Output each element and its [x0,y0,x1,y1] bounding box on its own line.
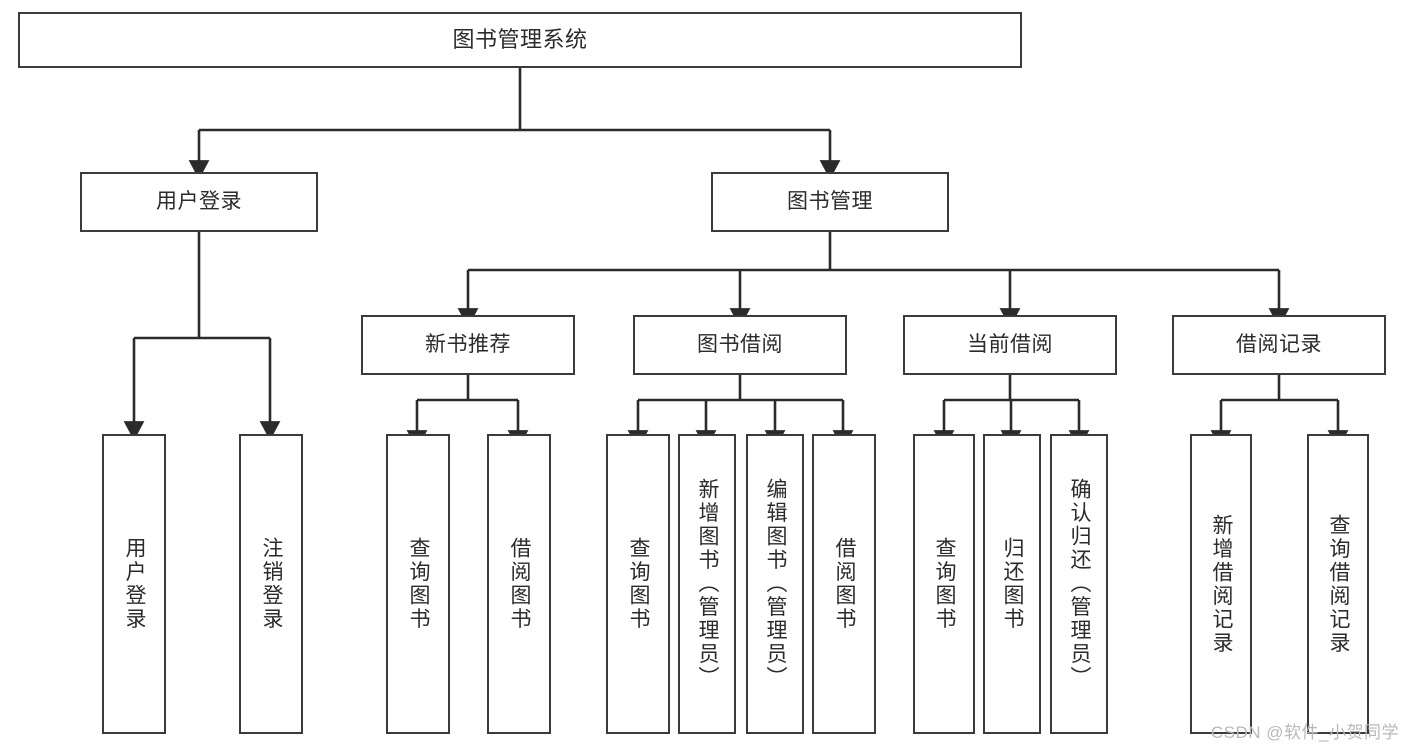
node-label: 查询图书 [933,537,957,631]
node-leaf-borrow-book-2[interactable]: 借阅图书 [812,434,876,734]
node-label: 图书借阅 [697,332,783,356]
node-leaf-edit-book[interactable]: 编辑图书（管理员） [746,434,804,734]
node-label: 查询图书 [407,537,431,631]
watermark-text: CSDN @软件_小贺同学 [1210,723,1399,742]
node-leaf-confirm-return[interactable]: 确认归还（管理员） [1050,434,1108,734]
node-root-book-management-system[interactable]: 图书管理系统 [18,12,1022,68]
node-leaf-add-record[interactable]: 新增借阅记录 [1190,434,1252,734]
node-label: 查询图书 [627,537,651,631]
node-book-borrow[interactable]: 图书借阅 [633,315,847,375]
node-leaf-borrow-book-1[interactable]: 借阅图书 [487,434,551,734]
node-leaf-user-login[interactable]: 用户登录 [102,434,166,734]
node-leaf-add-book[interactable]: 新增图书（管理员） [678,434,736,734]
node-label: 新增借阅记录 [1210,513,1234,655]
node-label: 归还图书 [1001,537,1025,631]
node-book-management[interactable]: 图书管理 [711,172,949,232]
node-leaf-return-book[interactable]: 归还图书 [983,434,1041,734]
node-label: 用户登录 [123,537,147,631]
node-label: 编辑图书（管理员） [764,478,788,690]
node-label: 图书管理系统 [452,27,588,53]
node-leaf-query-record[interactable]: 查询借阅记录 [1307,434,1369,734]
node-leaf-query-book-1[interactable]: 查询图书 [386,434,450,734]
node-label: 借阅图书 [508,537,532,631]
node-label: 新增图书（管理员） [696,478,720,690]
node-label: 借阅记录 [1236,332,1322,356]
node-leaf-logout-login[interactable]: 注销登录 [239,434,303,734]
node-label: 借阅图书 [833,537,857,631]
node-label: 用户登录 [156,189,242,213]
node-current-borrow[interactable]: 当前借阅 [903,315,1117,375]
node-label: 注销登录 [260,537,284,631]
node-borrow-record[interactable]: 借阅记录 [1172,315,1386,375]
node-label: 查询借阅记录 [1327,513,1351,655]
node-label: 新书推荐 [425,332,511,356]
node-label: 图书管理 [787,189,873,213]
node-label: 确认归还（管理员） [1068,478,1092,690]
node-leaf-query-book-3[interactable]: 查询图书 [913,434,975,734]
node-label: 当前借阅 [967,332,1053,356]
node-new-book-recommend[interactable]: 新书推荐 [361,315,575,375]
node-leaf-query-book-2[interactable]: 查询图书 [606,434,670,734]
node-user-login[interactable]: 用户登录 [80,172,318,232]
